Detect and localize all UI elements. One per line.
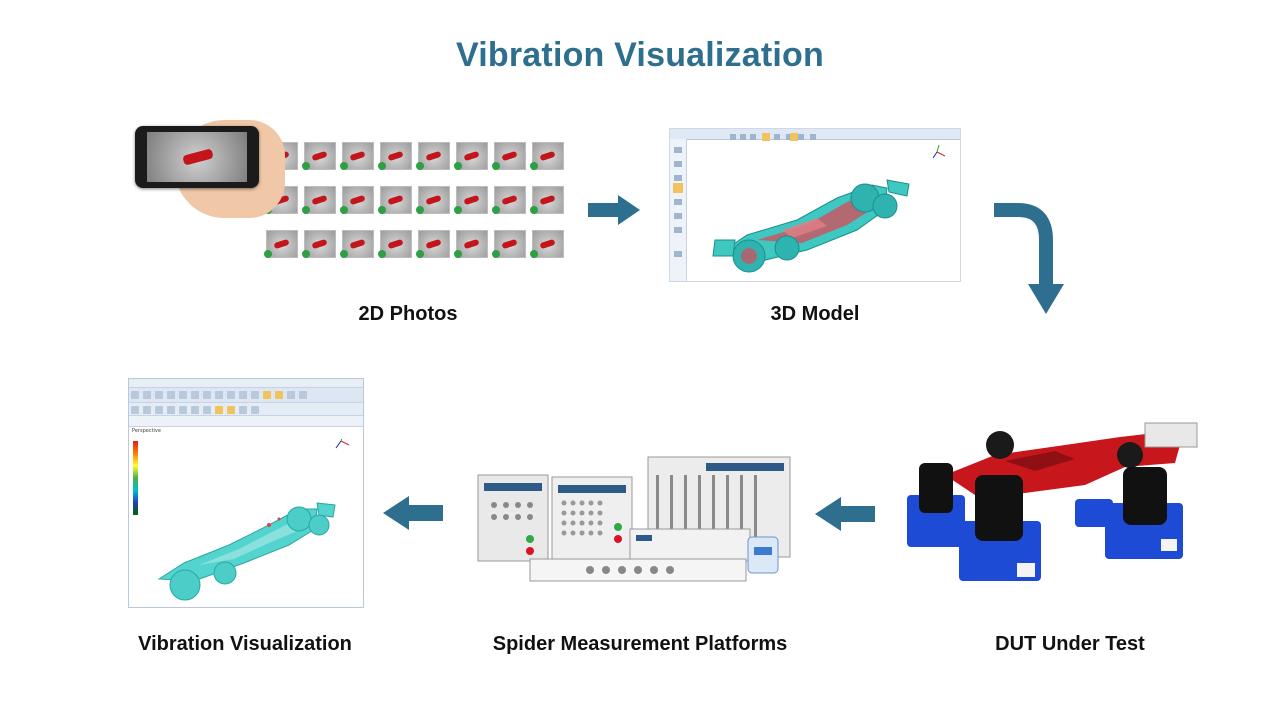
photo-thumbnail	[415, 230, 453, 274]
dut-illustration	[905, 415, 1205, 585]
phone-icon	[135, 126, 259, 188]
caption-3d-model: 3D Model	[770, 303, 860, 325]
photo-thumbnail	[491, 186, 529, 230]
photo-thumbnail	[453, 186, 491, 230]
app-toolbar-3	[129, 416, 363, 427]
color-scale-bar	[133, 441, 138, 515]
photo-thumbnail	[415, 142, 453, 186]
caption-dut: DUT Under Test	[995, 633, 1145, 655]
photo-thumbnail	[529, 186, 567, 230]
page-title: Vibration Visualization	[456, 36, 824, 74]
photo-thumbnail	[415, 186, 453, 230]
photo-thumbnail	[339, 186, 377, 230]
photo-thumbnail	[453, 230, 491, 274]
app-toolbar	[129, 388, 363, 403]
app-titlebar	[129, 379, 363, 388]
photo-thumbnail	[263, 230, 301, 274]
spider-hardware-illustration	[470, 455, 795, 585]
view-label: Perspective	[132, 428, 161, 434]
visualization-window: Perspective	[128, 378, 364, 608]
photo-thumbnail	[301, 230, 339, 274]
photo-thumbnail	[301, 186, 339, 230]
model-canvas	[687, 140, 960, 281]
photo-thumbnail-grid	[263, 142, 567, 274]
photos-illustration	[135, 120, 570, 280]
photo-thumbnail	[377, 142, 415, 186]
photo-thumbnail	[339, 142, 377, 186]
app-ribbon	[670, 129, 960, 141]
viz-canvas	[129, 434, 363, 607]
photo-thumbnail	[529, 230, 567, 274]
photo-thumbnail	[377, 230, 415, 274]
app-sidebar	[670, 139, 687, 281]
photo-thumbnail	[491, 142, 529, 186]
photo-thumbnail	[453, 142, 491, 186]
arrow-left-icon	[383, 496, 443, 530]
photo-thumbnail	[377, 186, 415, 230]
photo-thumbnail	[529, 142, 567, 186]
arrow-down-curved-icon	[988, 198, 1068, 318]
photo-thumbnail	[491, 230, 529, 274]
app-toolbar-2	[129, 403, 363, 416]
caption-spider: Spider Measurement Platforms	[492, 633, 788, 655]
photo-thumbnail	[301, 142, 339, 186]
photo-thumbnail	[339, 230, 377, 274]
caption-2d-photos: 2D Photos	[358, 303, 458, 325]
arrow-left-icon	[815, 497, 875, 531]
3d-model-window	[669, 128, 961, 282]
arrow-right-icon	[588, 195, 640, 225]
caption-viz: Vibration Visualization	[138, 633, 352, 655]
